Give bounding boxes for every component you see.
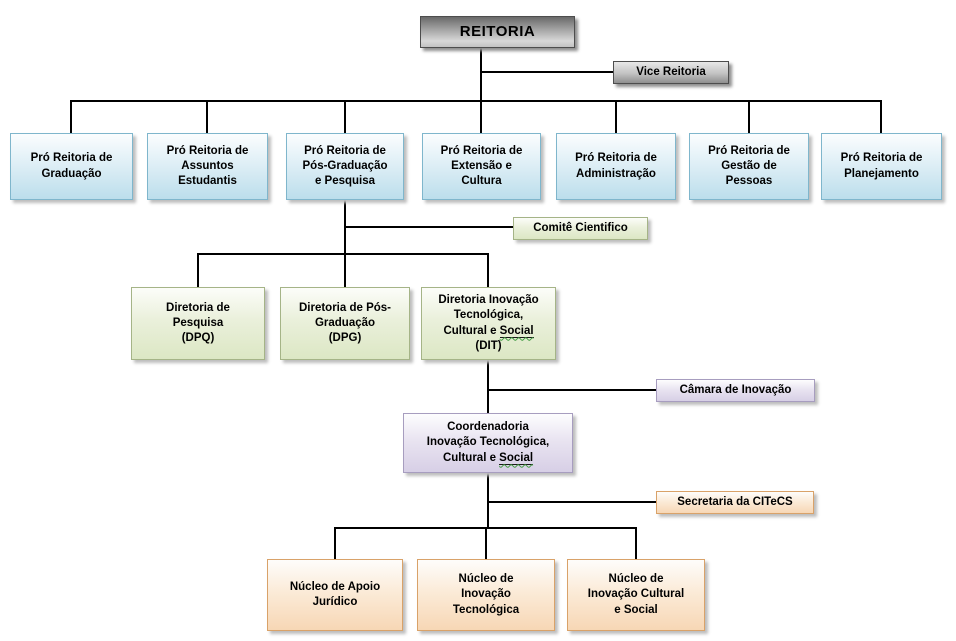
org-box-pro-reitoria-gestao-pessoas: Pró Reitoria de Gestão de Pessoas xyxy=(689,133,809,200)
org-box-label: Vice Reitoria xyxy=(636,65,706,78)
org-box-label: Núcleo de Inovação Cultural e Social xyxy=(587,573,685,616)
connector-stub-planejamento xyxy=(880,100,882,133)
label-spellcheck-word: Social xyxy=(499,324,534,338)
connector-reitoria-down xyxy=(480,48,482,102)
org-box-label: Câmara de Inovação xyxy=(679,383,792,396)
org-box-pro-reitoria-administracao: Pró Reitoria de Administração xyxy=(556,133,676,200)
org-box-pro-reitoria-planejamento: Pró Reitoria de Planejamento xyxy=(821,133,942,200)
connector-stub-dpg xyxy=(344,253,346,287)
org-box-label: Secretaria da CITeCS xyxy=(677,495,793,508)
org-box-label: Pró Reitoria de Administração xyxy=(575,152,657,180)
org-box-coordenadoria: Coordenadoria Inovação Tecnológica, Cult… xyxy=(403,413,573,473)
org-box-pro-reitoria-graduacao: Pró Reitoria de Graduação xyxy=(10,133,133,200)
connector-stub-extensao xyxy=(480,100,482,133)
connector-stub-gestao xyxy=(748,100,750,133)
connector-stub-dit xyxy=(487,253,489,287)
connector-stub-assuntos xyxy=(206,100,208,133)
org-box-nucleo-inovacao-tecnologica: Núcleo de Inovação Tecnológica xyxy=(417,559,555,631)
org-box-label: Diretoria de Pesquisa (DPQ) xyxy=(166,301,230,345)
org-box-nucleo-apoio-juridico: Núcleo de Apoio Jurídico xyxy=(267,559,403,631)
org-box-diretoria-pos-graduacao: Diretoria de Pós- Graduação (DPG) xyxy=(280,287,410,360)
org-box-comite-cientifico: Comitê Cientifico xyxy=(513,217,648,240)
label-text: Coordenadoria Inovação Tecnológica, Cult… xyxy=(426,421,550,464)
org-box-label: Pró Reitoria de Graduação xyxy=(30,152,113,180)
connector-top-bus xyxy=(71,100,882,102)
connector-coordenadoria-down xyxy=(487,473,489,528)
org-box-pro-reitoria-pos-graduacao: Pró Reitoria de Pós-Graduação e Pesquisa xyxy=(286,133,404,200)
org-box-diretoria-inovacao: Diretoria Inovação Tecnológica, Cultural… xyxy=(421,287,556,360)
connector-stub-nucleo-tec xyxy=(485,527,487,559)
label-text: Diretoria Inovação Tecnológica, Cultural… xyxy=(438,294,539,337)
connector-comite-cientifico xyxy=(345,226,513,228)
org-box-label: REITORIA xyxy=(459,23,536,41)
label-spellcheck-word: Social xyxy=(499,451,534,465)
connector-stub-dpq xyxy=(197,253,199,287)
org-box-pro-reitoria-assuntos-estudantis: Pró Reitoria de Assuntos Estudantis xyxy=(147,133,268,200)
org-box-label: Pró Reitoria de Extensão e Cultura xyxy=(440,144,523,188)
connector-stub-administracao xyxy=(615,100,617,133)
org-box-camara-inovacao: Câmara de Inovação xyxy=(656,379,815,402)
label-text: (DIT) xyxy=(475,339,502,352)
org-box-vice-reitoria: Vice Reitoria xyxy=(613,61,729,84)
org-box-label: Diretoria Inovação Tecnológica, Cultural… xyxy=(438,293,538,354)
org-box-nucleo-inovacao-cultural: Núcleo de Inovação Cultural e Social xyxy=(567,559,705,631)
org-box-label: Núcleo de Apoio Jurídico xyxy=(289,580,381,608)
connector-stub-nucleo-cultural xyxy=(635,527,637,559)
org-box-diretoria-pesquisa: Diretoria de Pesquisa (DPQ) xyxy=(131,287,265,360)
connector-secretaria-citecs xyxy=(488,501,656,503)
org-box-label: Pró Reitoria de Assuntos Estudantis xyxy=(166,144,249,188)
org-box-label: Coordenadoria Inovação Tecnológica, Cult… xyxy=(426,420,550,466)
connector-stub-pos-graduacao xyxy=(344,100,346,133)
org-box-reitoria: REITORIA xyxy=(420,16,575,48)
org-box-label: Diretoria de Pós- Graduação (DPG) xyxy=(298,301,392,345)
connector-stub-graduacao xyxy=(70,100,72,133)
org-box-pro-reitoria-extensao: Pró Reitoria de Extensão e Cultura xyxy=(422,133,541,200)
connector-dit-down xyxy=(487,360,489,413)
connector-stub-nucleo-juridico xyxy=(334,527,336,559)
org-box-secretaria-citecs: Secretaria da CITeCS xyxy=(656,491,814,514)
connector-camara-inovacao xyxy=(488,389,656,391)
org-box-label: Pró Reitoria de Planejamento xyxy=(840,152,923,180)
org-box-label: Pró Reitoria de Gestão de Pessoas xyxy=(708,144,790,188)
org-box-label: Núcleo de Inovação Tecnológica xyxy=(452,573,520,616)
org-box-label: Pró Reitoria de Pós-Graduação e Pesquisa xyxy=(302,144,388,188)
org-box-label: Comitê Cientifico xyxy=(533,221,628,234)
connector-diretoria-branch xyxy=(197,253,489,255)
connector-vice-reitoria xyxy=(481,71,613,73)
